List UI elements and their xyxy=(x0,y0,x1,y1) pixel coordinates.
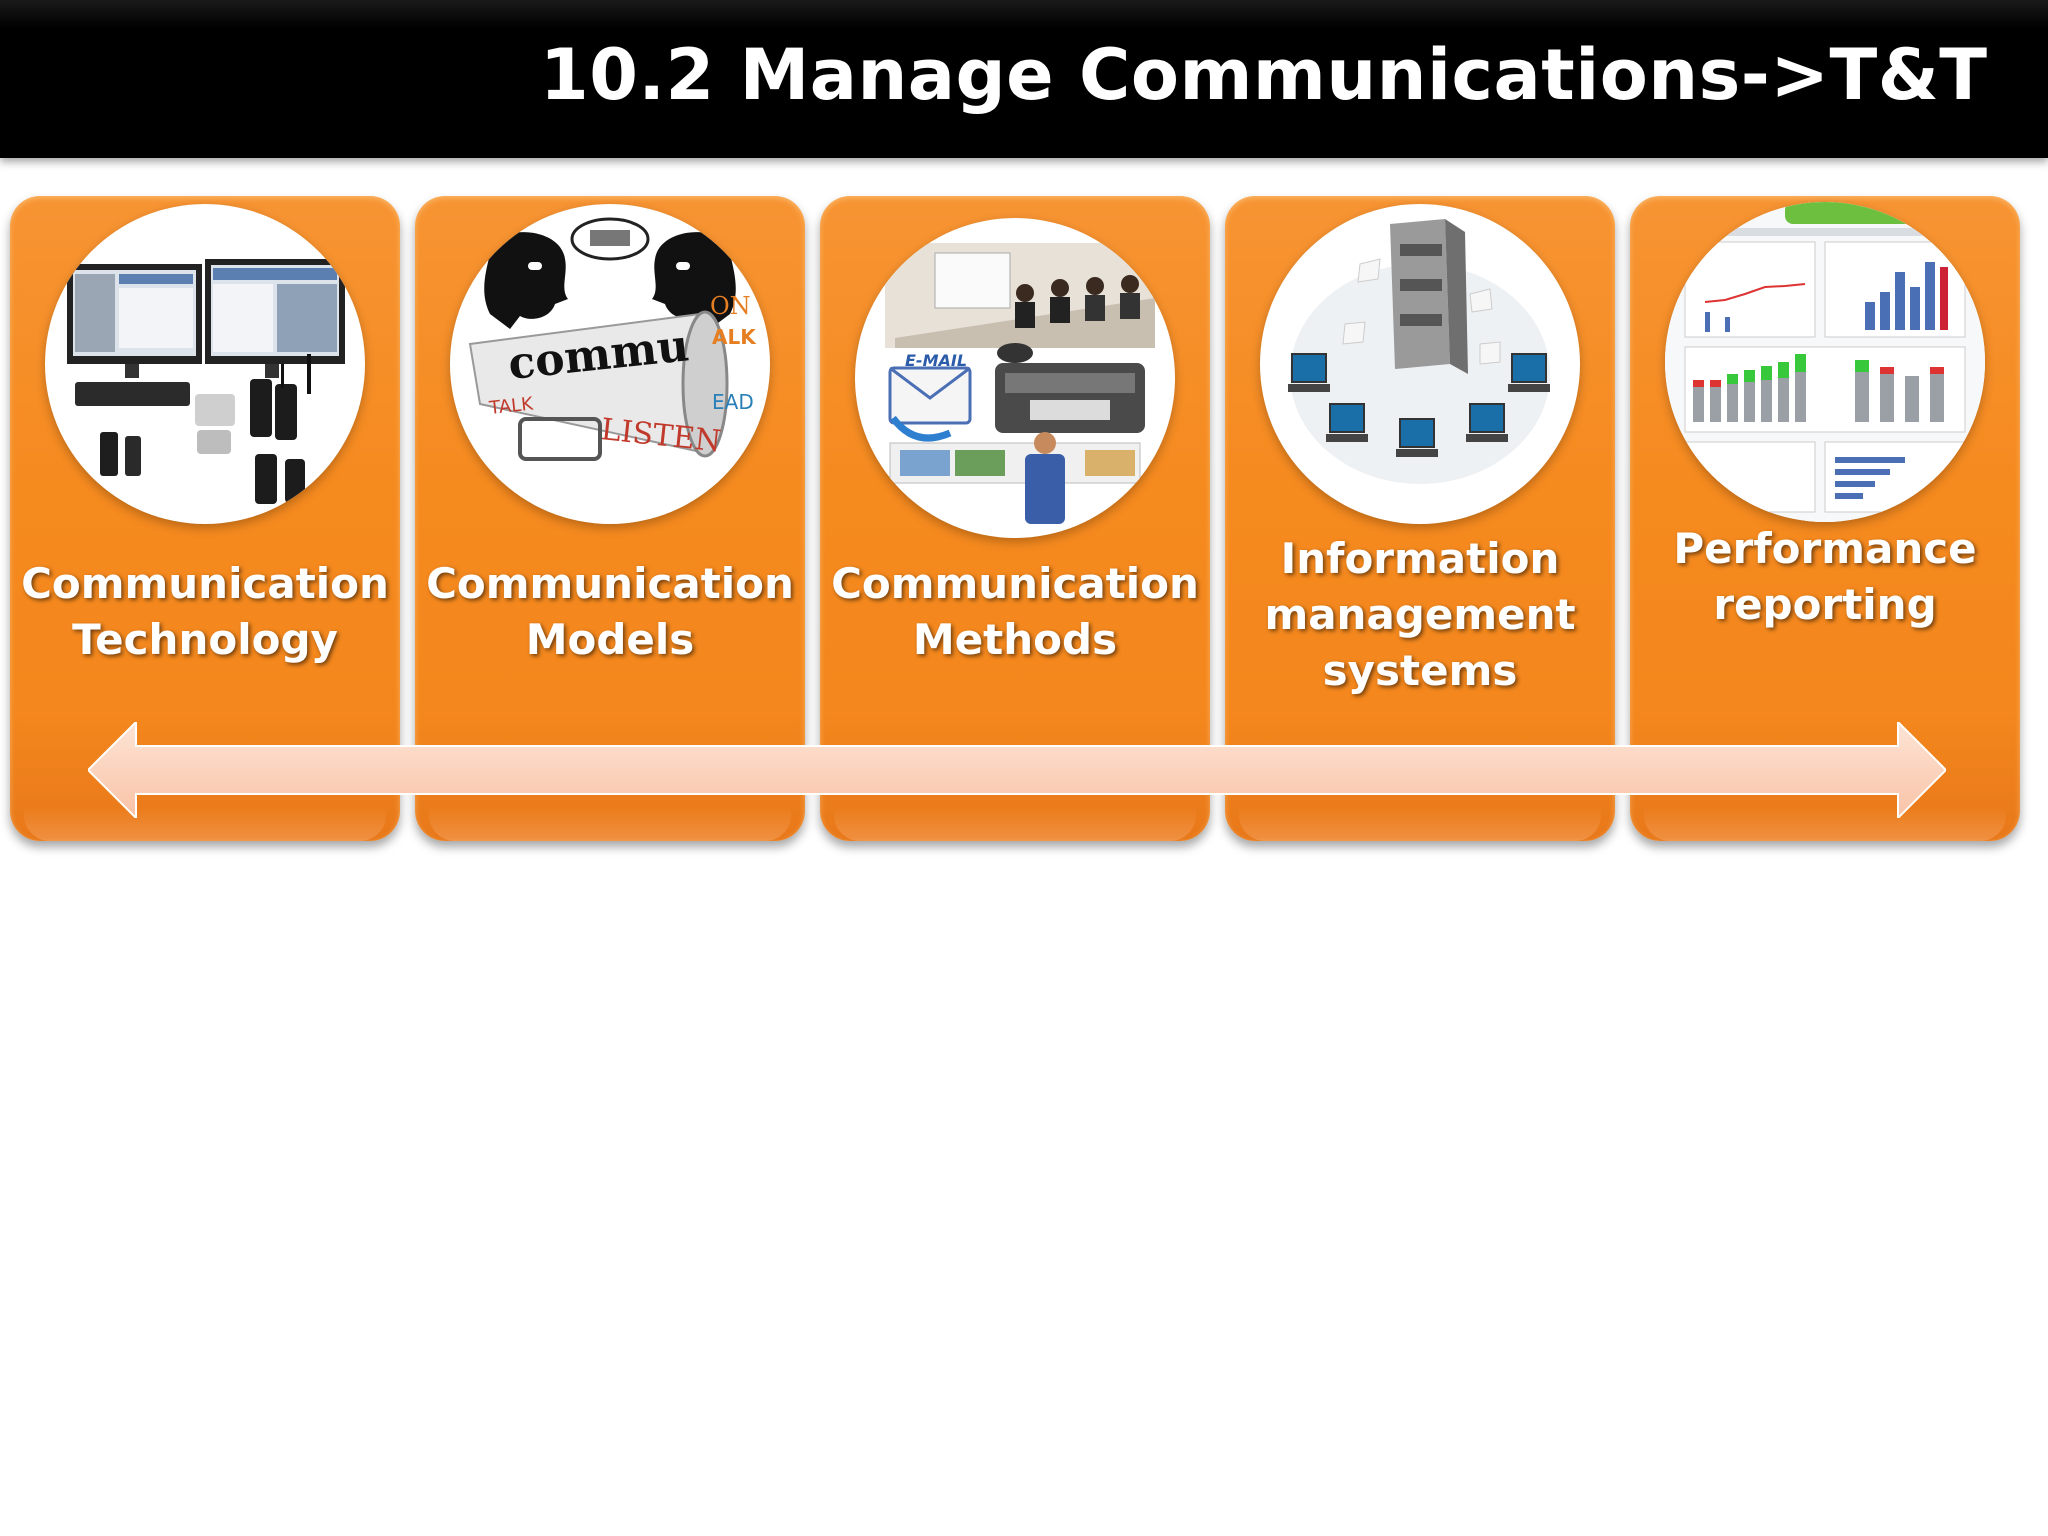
double-headed-arrow xyxy=(88,722,1946,818)
svg-text:E-MAIL: E-MAIL xyxy=(905,351,967,370)
svg-text:TALK: TALK xyxy=(487,393,535,419)
card-label: Information management systems xyxy=(1264,534,1576,695)
slide-title: 10.2 Manage Communications->T&T xyxy=(540,34,1988,116)
dashboard-charts-icon xyxy=(1665,202,1985,522)
svg-text:EAD: EAD xyxy=(712,390,754,414)
svg-text:ALK: ALK xyxy=(712,325,757,349)
card-label: Communication Models xyxy=(426,559,794,664)
server-network-icon xyxy=(1260,204,1580,524)
card-communication-models: commu TALK LISTEN ON ALK EAD Communicati… xyxy=(415,196,805,841)
svg-text:ON: ON xyxy=(710,292,751,320)
card-communication-methods: E-MAIL Communication Methods xyxy=(820,196,1210,841)
computers-radios-icon xyxy=(45,204,365,524)
card-label: Communication Methods xyxy=(831,559,1199,664)
card-information-management-systems: Information management systems xyxy=(1225,196,1615,841)
card-communication-technology: Communication Technology xyxy=(10,196,400,841)
title-bar: 10.2 Manage Communications->T&T xyxy=(0,0,2048,158)
meeting-email-fax-icon: E-MAIL xyxy=(855,218,1175,538)
card-label: Communication Technology xyxy=(21,559,389,664)
card-label: Performance reporting xyxy=(1673,524,1977,629)
card-performance-reporting: Performance reporting xyxy=(1630,196,2020,841)
communicate-megaphone-icon: commu TALK LISTEN ON ALK EAD xyxy=(450,204,770,524)
